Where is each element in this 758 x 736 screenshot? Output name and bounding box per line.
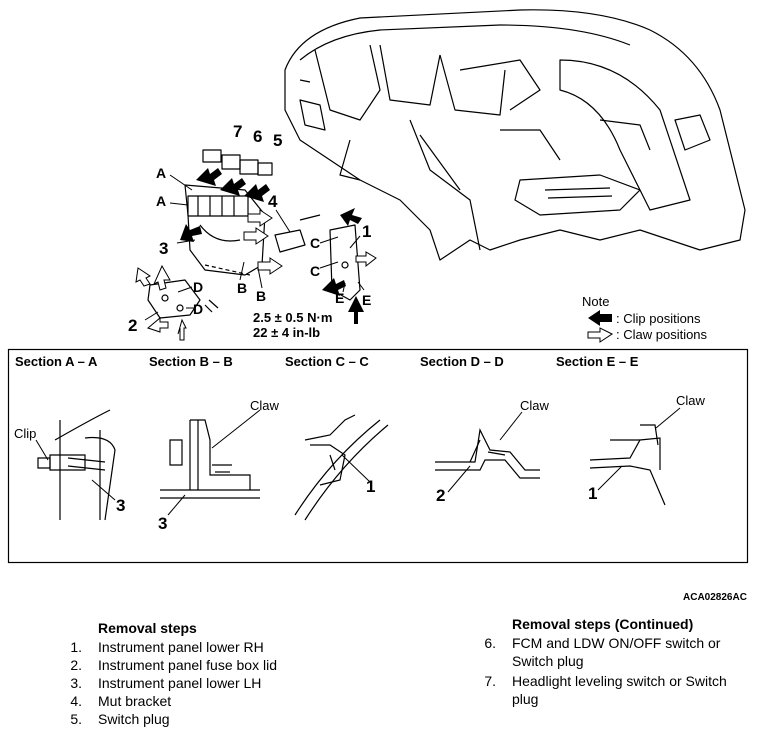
callout-a-upper: A <box>156 165 167 181</box>
callout-a-lower: A <box>156 193 167 209</box>
figure-code: ACA02826AC <box>683 592 747 603</box>
section-ee-claw-label: Claw <box>676 393 705 408</box>
instrument-panel-outline <box>284 9 746 261</box>
list-item: 5.Switch plug <box>70 711 170 727</box>
section-aa-drawing <box>37 409 116 521</box>
section-dd-part: 2 <box>436 486 446 505</box>
section-leader-lines <box>35 407 681 516</box>
callout-2: 2 <box>128 316 138 335</box>
panel-lower-rh-part <box>329 224 361 301</box>
section-dd-title: Section D – D <box>420 354 504 369</box>
claw-arrows <box>135 209 613 343</box>
callout-7: 7 <box>233 122 243 141</box>
list-item: 6.FCM and LDW ON/OFF switch or Switch pl… <box>484 635 721 669</box>
callout-e-right: E <box>362 292 372 308</box>
callout-1: 1 <box>362 222 372 241</box>
callout-b-right: B <box>256 288 267 304</box>
removal-steps-continued: Removal steps (Continued) 6.FCM and LDW … <box>474 615 754 708</box>
removal-steps-continued-list: 6.FCM and LDW ON/OFF switch or Switch pl… <box>474 634 754 708</box>
note-clip-label: : Clip positions <box>616 311 701 326</box>
section-cc-title: Section C – C <box>285 354 369 369</box>
section-bb-title: Section B – B <box>149 354 233 369</box>
fuse-box-lid-part <box>147 279 201 319</box>
section-cc-part: 1 <box>366 477 376 496</box>
list-item: 1.Instrument panel lower RH <box>70 639 264 655</box>
section-dd-claw-label: Claw <box>520 398 549 413</box>
section-bb-part: 3 <box>158 514 168 533</box>
callout-b-left: B <box>237 280 248 296</box>
clip-arrows <box>180 168 612 326</box>
mut-bracket-part <box>274 214 321 253</box>
switch-plugs <box>202 149 273 176</box>
section-ee-title: Section E – E <box>556 354 639 369</box>
section-cc-drawing <box>294 414 389 521</box>
note-title: Note <box>582 294 610 309</box>
callout-c-lower: C <box>310 263 321 279</box>
section-dd-drawing <box>435 428 540 479</box>
callout-lines <box>144 174 365 321</box>
section-ee-part: 1 <box>588 484 598 503</box>
list-item: 7.Headlight leveling switch or Switch pl… <box>484 673 727 707</box>
section-frame <box>7 348 749 564</box>
callout-6: 6 <box>253 127 263 146</box>
screw <box>204 299 219 313</box>
panel-lower-lh-part <box>184 184 266 276</box>
removal-steps-title: Removal steps <box>98 620 197 636</box>
section-aa-part: 3 <box>116 496 126 515</box>
callout-d-upper: D <box>193 279 204 295</box>
callout-4: 4 <box>268 192 278 211</box>
section-aa-title: Section A – A <box>15 354 98 369</box>
section-bb-claw-label: Claw <box>250 398 279 413</box>
removal-steps: Removal steps 1.Instrument panel lower R… <box>60 619 277 728</box>
callout-e-left: E <box>335 290 345 306</box>
callout-5: 5 <box>273 131 283 150</box>
list-item: 4.Mut bracket <box>70 693 172 709</box>
torque-metric: 2.5 ± 0.5 N·m <box>253 310 333 325</box>
removal-steps-continued-title: Removal steps (Continued) <box>512 616 694 632</box>
section-aa-clip-label: Clip <box>14 426 37 441</box>
callout-d-lower: D <box>193 301 204 317</box>
section-bb-drawing <box>160 419 260 499</box>
callout-c-upper: C <box>310 235 321 251</box>
list-item: 3.Instrument panel lower LH <box>70 675 262 691</box>
torque-imperial: 22 ± 4 in-lb <box>253 325 321 340</box>
removal-steps-list: 1.Instrument panel lower RH 2.Instrument… <box>60 638 277 728</box>
section-ee-drawing <box>589 424 666 506</box>
note-claw-label: : Claw positions <box>616 327 708 342</box>
list-item: 2.Instrument panel fuse box lid <box>70 657 277 673</box>
callout-3: 3 <box>159 239 169 258</box>
